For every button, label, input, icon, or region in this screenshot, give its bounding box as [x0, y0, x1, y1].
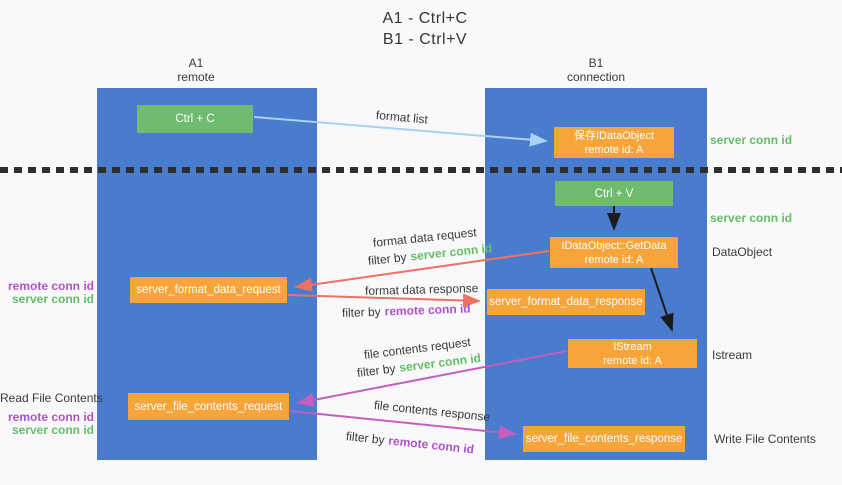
idataobject-getdata-line1: IDataObject::GetData [561, 239, 667, 252]
idataobject-getdata-box: IDataObject::GetData remote id: A [550, 237, 678, 268]
istream-line2: remote id: A [603, 354, 662, 367]
diagram-title: A1 - Ctrl+C B1 - Ctrl+V [325, 8, 525, 50]
istream-box: IStream remote id: A [568, 339, 697, 368]
right-write-file-contents-label: Write File Contents [714, 432, 816, 446]
remote-conn-id-text: remote conn id [384, 301, 471, 319]
left-remote-conn-id-top-label: remote conn id [7, 279, 94, 293]
lane-b1-id: B1 [588, 56, 604, 70]
filter-by-text: filter by [356, 361, 397, 380]
left-server-conn-id-top-label: server conn id [11, 292, 94, 306]
server-format-data-response-label: server_format_data_response [489, 296, 643, 308]
server-format-data-request-label: server_format_data_request [136, 284, 281, 296]
filter-by-text: filter by [367, 249, 408, 268]
right-istream-label: Istream [712, 348, 753, 362]
format-data-response-label: format data response [364, 281, 479, 298]
save-idataobject-line1: 保存IDataObject [573, 129, 655, 142]
save-idataobject-line2: remote id: A [584, 143, 644, 156]
server-file-contents-request-box: server_file_contents_request [128, 393, 289, 420]
server-file-contents-request-label: server_file_contents_request [134, 400, 283, 413]
istream-line1: IStream [613, 340, 652, 353]
server-format-data-request-box: server_format_data_request [130, 277, 287, 303]
filter-by-text: filter by [341, 304, 381, 320]
left-server-conn-id-bottom-label: server conn id [11, 423, 94, 437]
format-list-label: format list [375, 108, 429, 127]
lane-b1-name: connection [566, 70, 626, 84]
lane-a1-name: remote [177, 70, 215, 84]
ctrl-c-box: Ctrl + C [137, 105, 253, 133]
title-line-2: B1 - Ctrl+V [382, 31, 468, 48]
server-file-contents-response-label: server_file_contents_response [525, 433, 683, 445]
left-read-file-contents-label: Read File Contents [0, 391, 103, 405]
ctrl-v-label: Ctrl + V [594, 187, 634, 200]
lane-a1-id: A1 [188, 56, 204, 70]
file-contents-response-label: file contents response [373, 398, 491, 425]
server-format-data-response-box: server_format_data_response [487, 289, 645, 315]
filter-by-text: filter by [345, 429, 386, 448]
lane-header-a1: A1 remote [136, 56, 256, 84]
right-server-conn-id-mid-label: server conn id [710, 211, 793, 225]
save-idataobject-box: 保存IDataObject remote id: A [554, 127, 674, 158]
idataobject-getdata-line2: remote id: A [584, 253, 644, 266]
server-file-contents-response-box: server_file_contents_response [523, 426, 685, 452]
left-remote-conn-id-bottom-label: remote conn id [7, 410, 94, 424]
ctrl-v-box: Ctrl + V [555, 181, 673, 206]
ctrl-c-label: Ctrl + C [175, 113, 215, 125]
remote-conn-id-text: remote conn id [387, 433, 475, 457]
lane-header-b1: B1 connection [536, 56, 656, 84]
right-dataobject-label: DataObject [712, 245, 773, 259]
title-line-1: A1 - Ctrl+C [382, 10, 468, 27]
session-divider-dotted-line [0, 167, 842, 173]
right-server-conn-id-top-label: server conn id [710, 133, 793, 147]
